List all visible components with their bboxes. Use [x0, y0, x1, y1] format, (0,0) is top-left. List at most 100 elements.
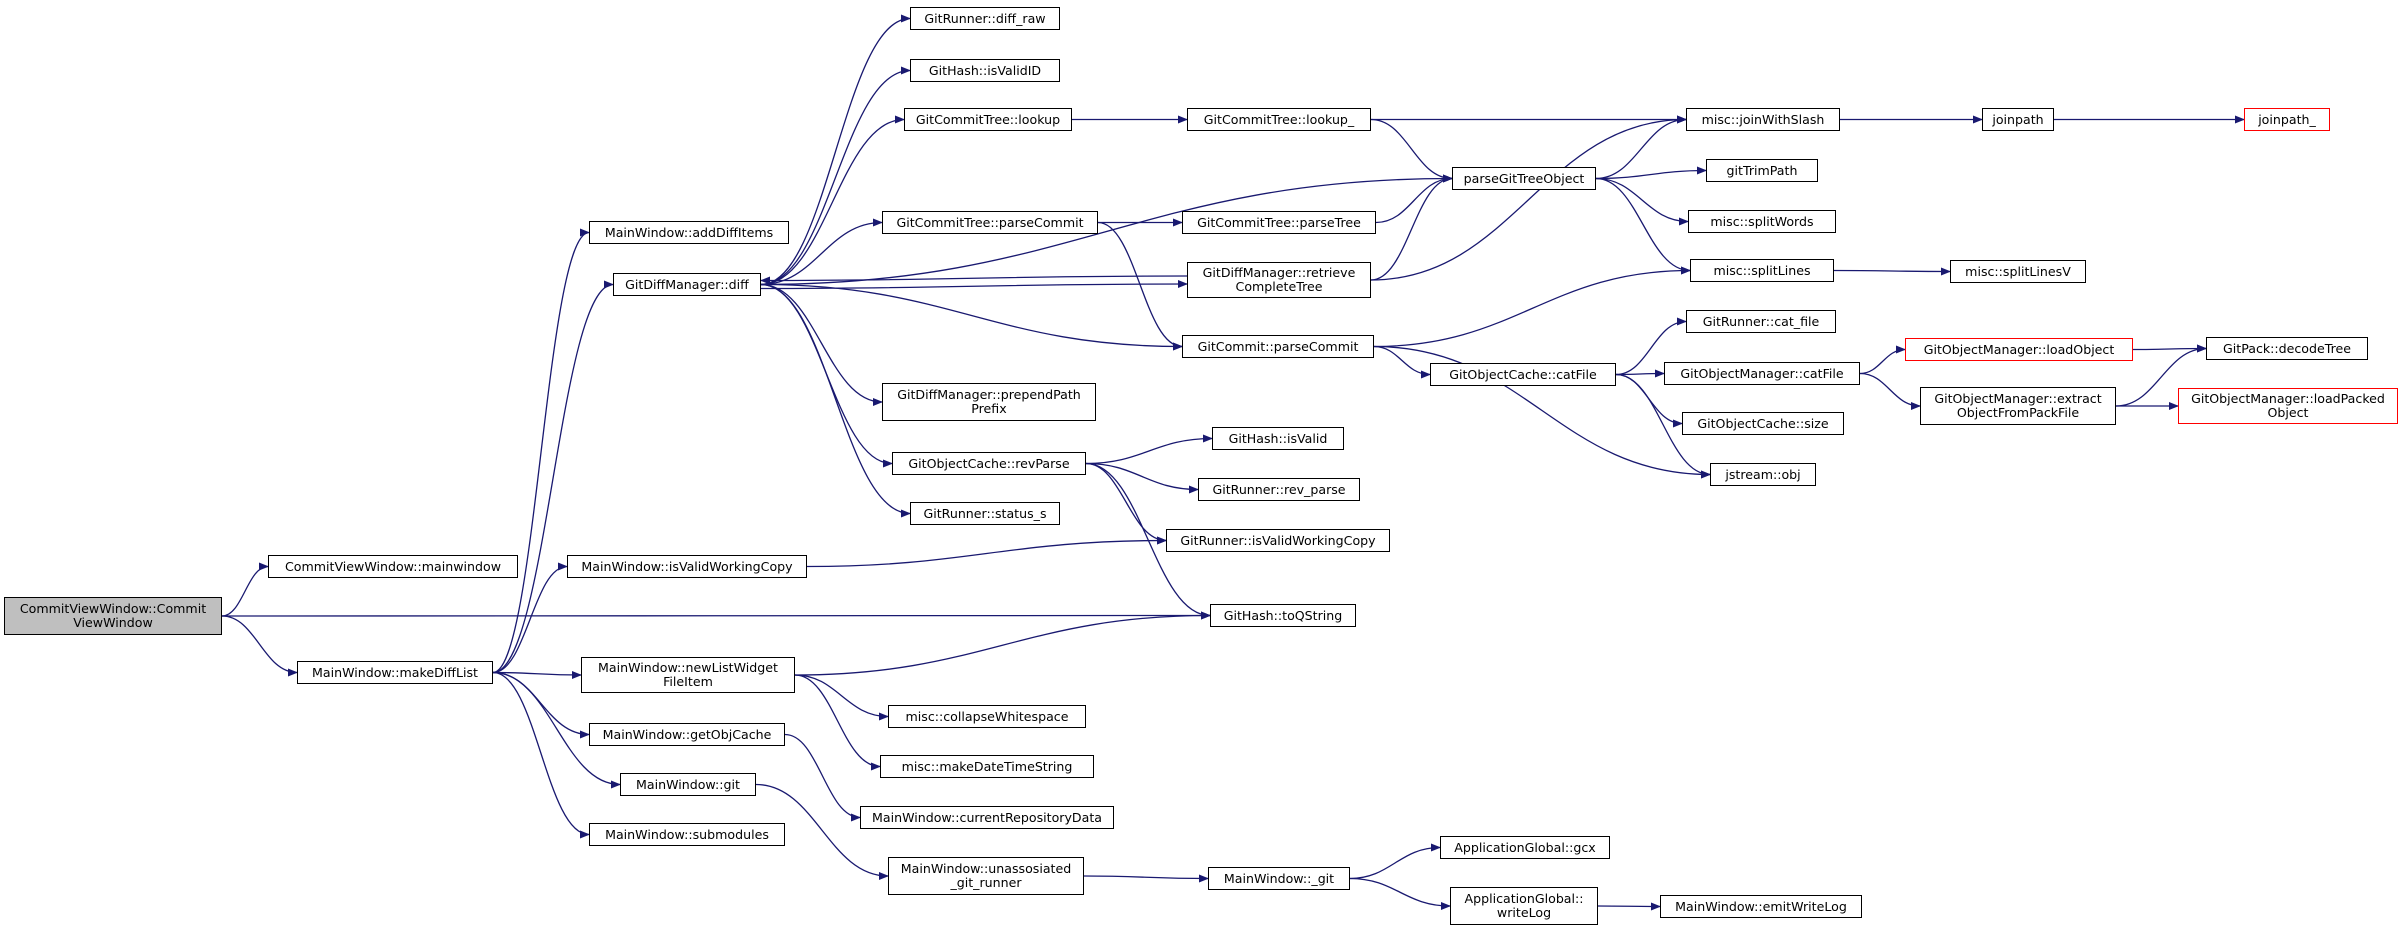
node-misc-splitlines[interactable]: misc::splitLines: [1690, 259, 1834, 282]
edge-parseGitTree-to-splitLines: [1595, 177, 1691, 275]
node-jstream-obj[interactable]: jstream::obj: [1710, 463, 1816, 486]
node-mainwindow-emitwritelog[interactable]: MainWindow::emitWriteLog: [1660, 895, 1862, 918]
edge-newListWidget-to-makeDate: [794, 674, 881, 771]
edge-revParse-to-revParseRunner: [1085, 462, 1199, 494]
node-mainwindow-submodules[interactable]: MainWindow::submodules: [589, 823, 785, 846]
node-mainwindow-makedifflist[interactable]: MainWindow::makeDiffList: [297, 661, 493, 684]
node-misc-makedatetimestring[interactable]: misc::makeDateTimeString: [880, 755, 1094, 778]
node-githash-isvalid[interactable]: GitHash::isValid: [1212, 427, 1344, 450]
edge-mwGit-to-unassosiated: [755, 783, 889, 880]
node-misc-splitlinesv[interactable]: misc::splitLinesV: [1950, 260, 2086, 283]
node-mainwindow-adddiffitems[interactable]: MainWindow::addDiffItems: [589, 221, 789, 244]
node-mainwindow-newlistwidgetfileitem[interactable]: MainWindow::newListWidget FileItem: [581, 657, 795, 693]
node-gitrunner-rev-parse[interactable]: GitRunner::rev_parse: [1198, 478, 1360, 501]
node-mainwindow-getobjcache[interactable]: MainWindow::getObjCache: [589, 723, 785, 746]
node-githash-toqstring[interactable]: GitHash::toQString: [1210, 604, 1356, 627]
edge-gdmDiff-to-statusS: [760, 283, 911, 518]
edge-gdmDiff-to-gctParseCommit: [760, 218, 883, 286]
node-applicationglobal-gcx[interactable]: ApplicationGlobal::gcx: [1440, 836, 1610, 859]
edge-gdmDiff-to-parseGitTree: [760, 174, 1453, 286]
node-gitobjectmanager-loadpackedobject[interactable]: GitObjectManager::loadPacked Object: [2178, 388, 2398, 424]
node-gitpack-decodetree[interactable]: GitPack::decodeTree: [2206, 337, 2368, 360]
edge-getObjCache-to-currentRepo: [784, 733, 861, 822]
edge-unassosiated-to-mwUGit: [1083, 874, 1209, 883]
edge-newListWidget-to-collapseWS: [794, 674, 889, 721]
node-gitrunner-diff-raw[interactable]: GitRunner::diff_raw: [910, 7, 1060, 30]
node-gitobjectmanager-extractobjectfrompackfile[interactable]: GitObjectManager::extract ObjectFromPack…: [1920, 387, 2116, 425]
edge-revParse-to-grIsValidWC: [1085, 462, 1167, 545]
edge-gcParseCommit-to-splitLines: [1373, 266, 1691, 348]
edge-revParse-to-toQString: [1085, 462, 1211, 620]
node-gitdiffmanager-prependpathprefix[interactable]: GitDiffManager::prependPath Prefix: [882, 383, 1096, 421]
edge-newListWidget-to-toQString: [794, 611, 1211, 676]
node-commitviewwindow-mainwindow[interactable]: CommitViewWindow::mainwindow: [268, 555, 518, 578]
node-mainwindow-currentrepositorydata[interactable]: MainWindow::currentRepositoryData: [860, 806, 1114, 829]
node-commitviewwindow-commitviewwindow: CommitViewWindow::Commit ViewWindow: [4, 597, 222, 635]
node-gitobjectmanager-catfile[interactable]: GitObjectManager::catFile: [1664, 362, 1860, 385]
edge-splitLines-to-splitLinesV: [1833, 267, 1951, 276]
edge-gomCatFile-to-extract: [1859, 372, 1921, 410]
edge-writeLog-to-emitWriteLog: [1597, 902, 1661, 911]
edge-revParse-to-isValid: [1085, 434, 1213, 465]
node-misc-splitwords[interactable]: misc::splitWords: [1688, 210, 1836, 233]
edge-catFileCache-to-jstreamObj: [1615, 373, 1711, 479]
node-githash-isvalidid[interactable]: GitHash::isValidID: [910, 59, 1060, 82]
node-misc-joinwithslash[interactable]: misc::joinWithSlash: [1686, 108, 1840, 131]
node-joinpath[interactable]: joinpath_: [2244, 108, 2330, 131]
edge-cvw-to-toQString: [221, 611, 1211, 620]
edge-makeDiffList-to-mwGit: [492, 671, 621, 789]
edge-catFileCache-to-catFileRunner: [1615, 317, 1687, 376]
node-gitobjectcache-size[interactable]: GitObjectCache::size: [1682, 412, 1844, 435]
node-gitobjectcache-revparse[interactable]: GitObjectCache::revParse: [892, 452, 1086, 475]
edge-mwUGit-to-writeLog: [1349, 877, 1451, 910]
edge-makeDiffList-to-isValidWC: [492, 562, 568, 674]
edge-lookupU-to-parseGitTree: [1370, 118, 1453, 183]
edge-gomCatFile-to-loadObject: [1859, 345, 1906, 375]
edge-isValidWC-to-grIsValidWC: [806, 536, 1167, 568]
edge-makeDiffList-to-submodules: [492, 671, 590, 839]
node-misc-collapsewhitespace[interactable]: misc::collapseWhitespace: [888, 705, 1086, 728]
edge-cvw-to-makeDiffList: [221, 615, 298, 677]
node-gitcommit-parsecommit[interactable]: GitCommit::parseCommit: [1182, 335, 1374, 358]
edge-parseGitTree-to-joinWithSlash: [1595, 115, 1687, 180]
node-mainwindow-isvalidworkingcopy[interactable]: MainWindow::isValidWorkingCopy: [567, 555, 807, 578]
node-gitcommittree-lookup[interactable]: GitCommitTree::lookup: [904, 108, 1072, 131]
edge-gcParseCommit-to-jstreamObj: [1373, 345, 1711, 479]
node-mainwindow-unassosiated-git-runner[interactable]: MainWindow::unassosiated _git_runner: [888, 857, 1084, 895]
node-gitobjectcache-catfile[interactable]: GitObjectCache::catFile: [1430, 363, 1616, 386]
node-gitdiffmanager-retrievecompletetree[interactable]: GitDiffManager::retrieve CompleteTree: [1187, 262, 1371, 298]
edge-gdmDiff-to-gcParseCommit: [760, 283, 1183, 351]
node-gitrunner-isvalidworkingcopy[interactable]: GitRunner::isValidWorkingCopy: [1166, 529, 1390, 552]
edge-makeDiffList-to-addDiffItems: [492, 228, 590, 674]
node-gittrimpath[interactable]: gitTrimPath: [1706, 159, 1818, 182]
edge-mwUGit-to-gcx: [1349, 843, 1441, 880]
edge-gdmDiff-to-lookup: [760, 115, 905, 286]
edge-parseTree-to-parseGitTree: [1375, 174, 1453, 224]
node-gitrunner-cat-file[interactable]: GitRunner::cat_file: [1686, 310, 1836, 333]
edge-gcParseCommit-to-catFileCache: [1373, 345, 1431, 379]
edge-gdmDiff-to-prependPath: [760, 283, 883, 406]
node-gitobjectmanager-loadobject[interactable]: GitObjectManager::loadObject: [1905, 338, 2133, 361]
edge-makeDiffList-to-gdmDiff: [492, 280, 614, 674]
node-gitrunner-status-s[interactable]: GitRunner::status_s: [910, 502, 1060, 525]
edge-parseGitTree-to-gitTrimPath: [1595, 166, 1707, 180]
edge-retrieve-to-gdmDiff: [760, 275, 1188, 285]
node-gitcommittree-lookup[interactable]: GitCommitTree::lookup_: [1187, 108, 1371, 131]
node-mainwindow-git[interactable]: MainWindow::_git: [1208, 867, 1350, 890]
edge-parseGitTree-to-splitWords: [1595, 177, 1689, 226]
edge-retrieve-to-parseGitTree: [1370, 174, 1453, 281]
node-gitcommittree-parsetree[interactable]: GitCommitTree::parseTree: [1182, 211, 1376, 234]
node-gitcommittree-parsecommit[interactable]: GitCommitTree::parseCommit: [882, 211, 1098, 234]
edge-gctParseCommit-to-gcParseCommit: [1097, 221, 1183, 351]
node-mainwindow-git[interactable]: MainWindow::git: [620, 773, 756, 796]
edge-extract-to-decodeTree: [2115, 344, 2207, 407]
node-gitdiffmanager-diff[interactable]: GitDiffManager::diff: [613, 273, 761, 296]
edge-makeDiffList-to-newListWidget: [492, 670, 582, 679]
node-joinpath[interactable]: joinpath: [1982, 108, 2054, 131]
edge-gdmDiff-to-diffRaw: [760, 14, 911, 286]
node-applicationglobal-writelog[interactable]: ApplicationGlobal:: writeLog: [1450, 887, 1598, 925]
edge-retrieve-to-joinWithSlash: [1370, 115, 1687, 281]
edge-gdmDiff-to-isValidID: [760, 66, 911, 286]
node-parsegittreeobject[interactable]: parseGitTreeObject: [1452, 167, 1596, 190]
